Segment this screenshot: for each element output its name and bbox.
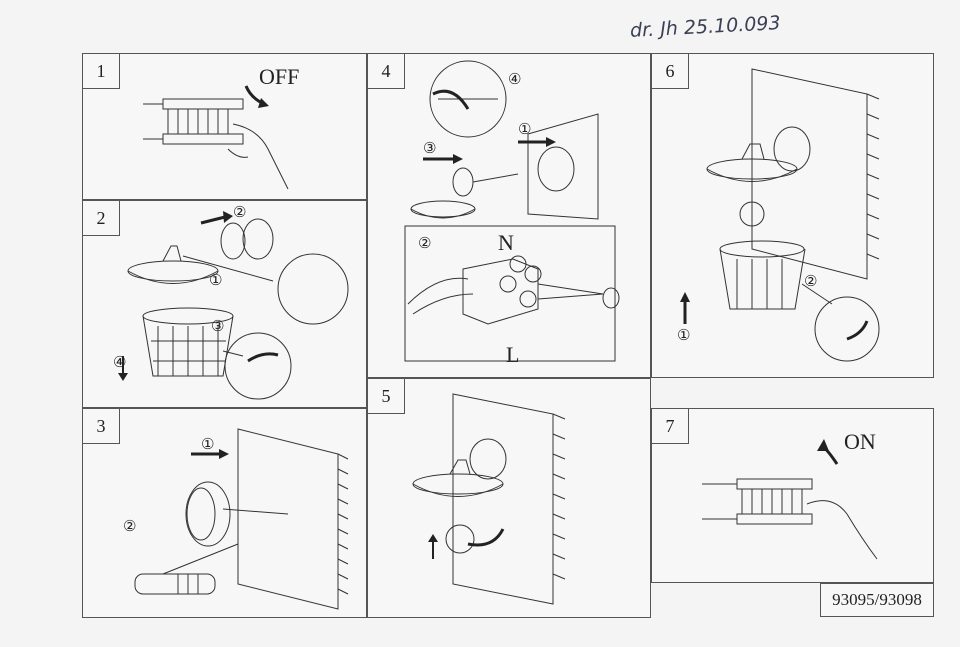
step-number: 3 [83, 409, 120, 444]
fuse-box-on-illustration [702, 439, 878, 560]
callout-3: ③ [423, 139, 437, 157]
step-number: 4 [368, 54, 405, 89]
step-panel-5: 5 [367, 378, 651, 618]
step-panel-7: 7 ON [651, 408, 934, 583]
wiring-illustration [404, 60, 620, 362]
step-panel-3: 3 ① ② [82, 408, 367, 618]
step-number: 1 [83, 54, 120, 89]
callout-2: ② [123, 517, 137, 535]
step-panel-6: 6 ② ① [651, 53, 934, 378]
off-label: OFF [259, 64, 300, 89]
on-label: ON [844, 429, 876, 454]
step-number: 7 [652, 409, 689, 444]
callout-1: ① [677, 326, 691, 344]
callout-4: ④ [508, 70, 522, 88]
cover-install-illustration [680, 68, 880, 362]
callout-2: ② [804, 272, 818, 290]
step-number: 5 [368, 379, 405, 414]
step-panel-1: 1 OFF [82, 53, 367, 200]
step-panel-2: 2 ② ① ③ ④ [82, 200, 367, 408]
callout-2: ② [233, 203, 247, 221]
step-panel-4: 4 ④ ③ ① ② N L [367, 53, 651, 378]
lamp-disassembly-illustration [118, 211, 349, 400]
step-number: 2 [83, 201, 120, 236]
neutral-label: N [498, 230, 514, 255]
model-number: 93095/93098 [820, 583, 934, 617]
handwritten-signature: dr. Jh 25.10.093 [629, 12, 782, 42]
bulb-install-illustration [412, 393, 566, 605]
callout-2: ② [418, 234, 432, 252]
fuse-box-off-illustration [143, 85, 289, 190]
step-number: 6 [652, 54, 689, 89]
callout-1: ① [201, 435, 215, 453]
wall-mounting-illustration [134, 428, 349, 610]
